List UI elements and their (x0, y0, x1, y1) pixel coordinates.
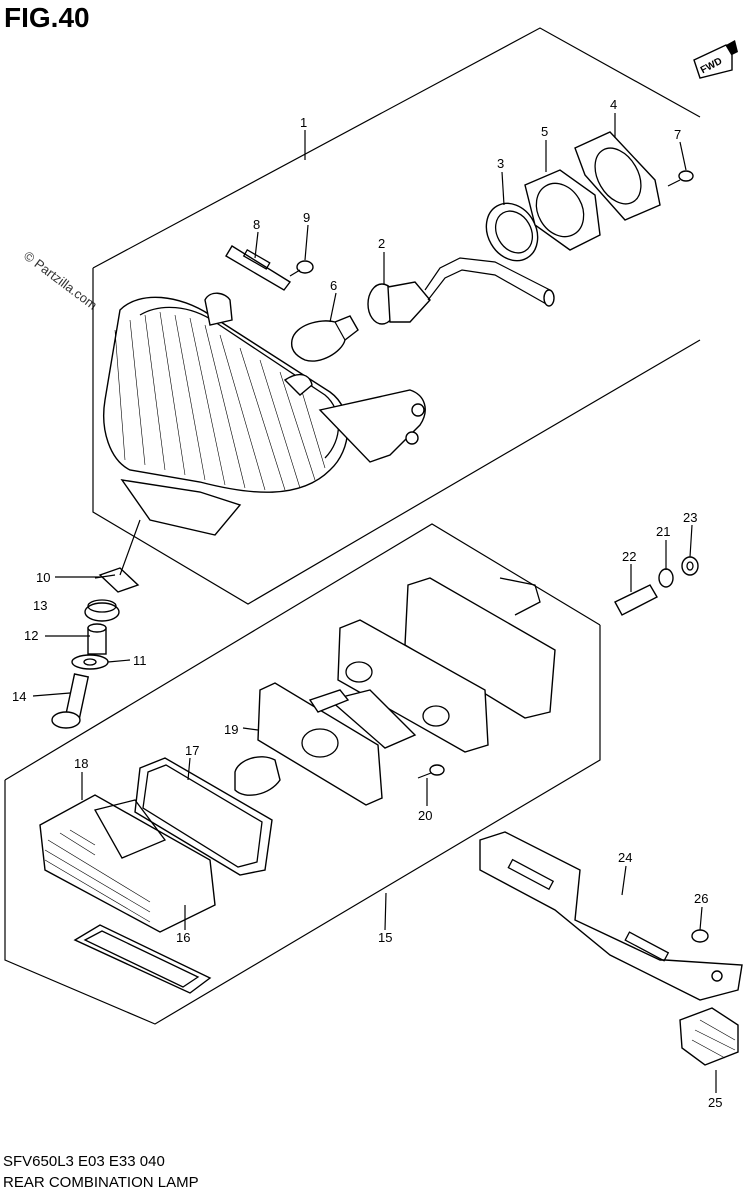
part-26-nut (691, 929, 709, 943)
part-23-nut (681, 556, 699, 576)
callout-23: 23 (683, 510, 697, 525)
callout-12: 12 (24, 628, 38, 643)
footer-name: REAR COMBINATION LAMP (3, 1174, 199, 1191)
callout-6: 6 (330, 278, 337, 293)
part-2-socket (367, 257, 555, 325)
callout-16: 16 (176, 930, 190, 945)
part-25-reflector (679, 1007, 739, 1066)
callout-9: 9 (303, 210, 310, 225)
callout-26: 26 (694, 891, 708, 906)
part-12-collar (87, 623, 107, 655)
callout-21: 21 (656, 524, 670, 539)
callout-15: 15 (378, 930, 392, 945)
part-10-clip (98, 567, 140, 593)
part-20-screw (417, 764, 445, 779)
part-17-gasket (134, 757, 273, 876)
part-16-cover (73, 924, 212, 994)
part-14-bolt (51, 673, 90, 729)
part-21-washer (658, 568, 674, 588)
callout-19: 19 (224, 722, 238, 737)
part-7-screw (667, 170, 694, 187)
callout-3: 3 (497, 156, 504, 171)
callout-7: 7 (674, 127, 681, 142)
callout-17: 17 (185, 743, 199, 758)
part-6-bulb (290, 315, 359, 362)
leader-lines (32, 113, 717, 1093)
part-5-housing (524, 169, 601, 251)
part-9-screw (289, 260, 314, 277)
part-19-bulb (234, 756, 281, 796)
part-13-grommet (84, 599, 120, 622)
callout-14: 14 (12, 689, 26, 704)
part-1-tail-lamp (103, 292, 426, 536)
callout-4: 4 (610, 97, 617, 112)
callout-2: 2 (378, 236, 385, 251)
callout-5: 5 (541, 124, 548, 139)
callout-labels: 1 2 3 4 5 6 7 8 9 10 11 12 13 14 15 16 1… (12, 97, 722, 1110)
callout-20: 20 (418, 808, 432, 823)
callout-22: 22 (622, 549, 636, 564)
part-3-ring (485, 202, 539, 262)
lower-group-outline (4, 523, 601, 1025)
callout-8: 8 (253, 217, 260, 232)
part-8-bracket (225, 245, 292, 291)
part-4-gasket (574, 131, 661, 221)
diagram-drawing: FWD (4, 27, 743, 1110)
callout-13: 13 (33, 598, 47, 613)
part-22-spacer (614, 584, 658, 616)
callout-25: 25 (708, 1095, 722, 1110)
upper-group-outline (92, 27, 701, 605)
callout-18: 18 (74, 756, 88, 771)
callout-10: 10 (36, 570, 50, 585)
callout-24: 24 (618, 850, 632, 865)
callout-11: 11 (133, 653, 147, 668)
part-18-lens (39, 794, 216, 933)
fwd-arrow-icon: FWD (693, 40, 738, 79)
figure-title: FIG.40 (4, 2, 90, 33)
part-11-washer (71, 654, 109, 670)
footer-code: SFV650L3 E03 E33 040 (3, 1153, 165, 1170)
callout-1: 1 (300, 115, 307, 130)
part-24-bracket (479, 831, 743, 1001)
part-15-license-lamp (257, 577, 556, 806)
